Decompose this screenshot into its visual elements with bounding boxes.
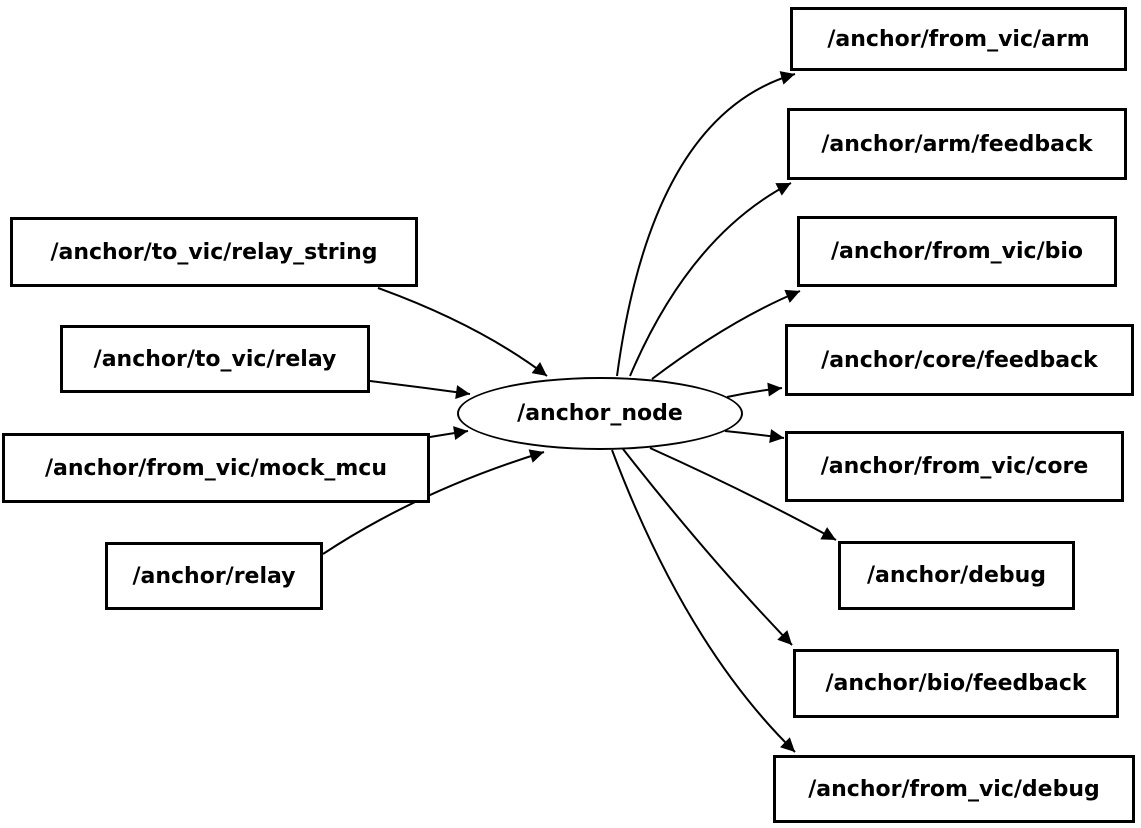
topic-box-bio-feedback: /anchor/bio/feedback <box>793 649 1119 718</box>
topic-box-anchor-relay: /anchor/relay <box>105 542 323 610</box>
edge-anchor-node-to-anchor-debug <box>649 447 837 541</box>
topic-label: /anchor/bio/feedback <box>825 671 1087 696</box>
topic-label: /anchor/core/feedback <box>821 347 1098 373</box>
node-anchor-node: /anchor_node <box>457 377 743 450</box>
edge-to-vic-relay-to-anchor-node <box>369 380 471 399</box>
edge-anchor-node-to-from-vic-bio <box>651 289 801 380</box>
edge-anchor-node-to-from-vic-arm <box>616 71 796 377</box>
edge-anchor-node-to-core-feedback <box>726 382 783 398</box>
edge-anchor-node-to-bio-feedback <box>622 448 793 646</box>
topic-label: /anchor/from_vic/bio <box>830 239 1084 264</box>
topic-label: /anchor/debug <box>866 563 1047 588</box>
topic-label: /anchor/arm/feedback <box>821 131 1093 157</box>
topic-box-to-vic-relay: /anchor/to_vic/relay <box>60 325 370 393</box>
topic-label: /anchor/to_vic/relay <box>93 346 337 372</box>
topic-box-core-feedback: /anchor/core/feedback <box>785 324 1134 396</box>
edge-to-vic-relay-string-to-anchor-node <box>377 287 548 377</box>
edge-anchor-node-to-from-vic-debug <box>611 449 796 753</box>
topic-box-from-vic-arm: /anchor/from_vic/arm <box>790 7 1127 71</box>
topic-label: /anchor/from_vic/debug <box>808 776 1100 802</box>
topic-label: /anchor/to_vic/relay_string <box>50 239 378 265</box>
topic-box-to-vic-relay-string: /anchor/to_vic/relay_string <box>10 217 418 287</box>
topic-label: /anchor/relay <box>132 563 296 589</box>
edge-from-vic-mock-mcu-to-anchor-node <box>429 426 469 440</box>
topic-box-from-vic-bio: /anchor/from_vic/bio <box>797 216 1117 287</box>
topic-box-from-vic-debug: /anchor/from_vic/debug <box>773 755 1135 823</box>
topic-label: /anchor/from_vic/mock_mcu <box>45 455 387 481</box>
edge-anchor-node-to-from-vic-core <box>724 429 785 444</box>
topic-box-from-vic-core: /anchor/from_vic/core <box>785 431 1124 502</box>
topic-box-anchor-debug: /anchor/debug <box>838 541 1075 610</box>
topic-label: /anchor/from_vic/core <box>820 454 1089 479</box>
topic-box-arm-feedback: /anchor/arm/feedback <box>787 108 1127 180</box>
topic-box-from-vic-mock-mcu: /anchor/from_vic/mock_mcu <box>2 433 430 503</box>
node-label: /anchor_node <box>517 401 683 426</box>
edge-anchor-node-to-arm-feedback <box>629 182 792 377</box>
topic-label: /anchor/from_vic/arm <box>827 26 1090 52</box>
